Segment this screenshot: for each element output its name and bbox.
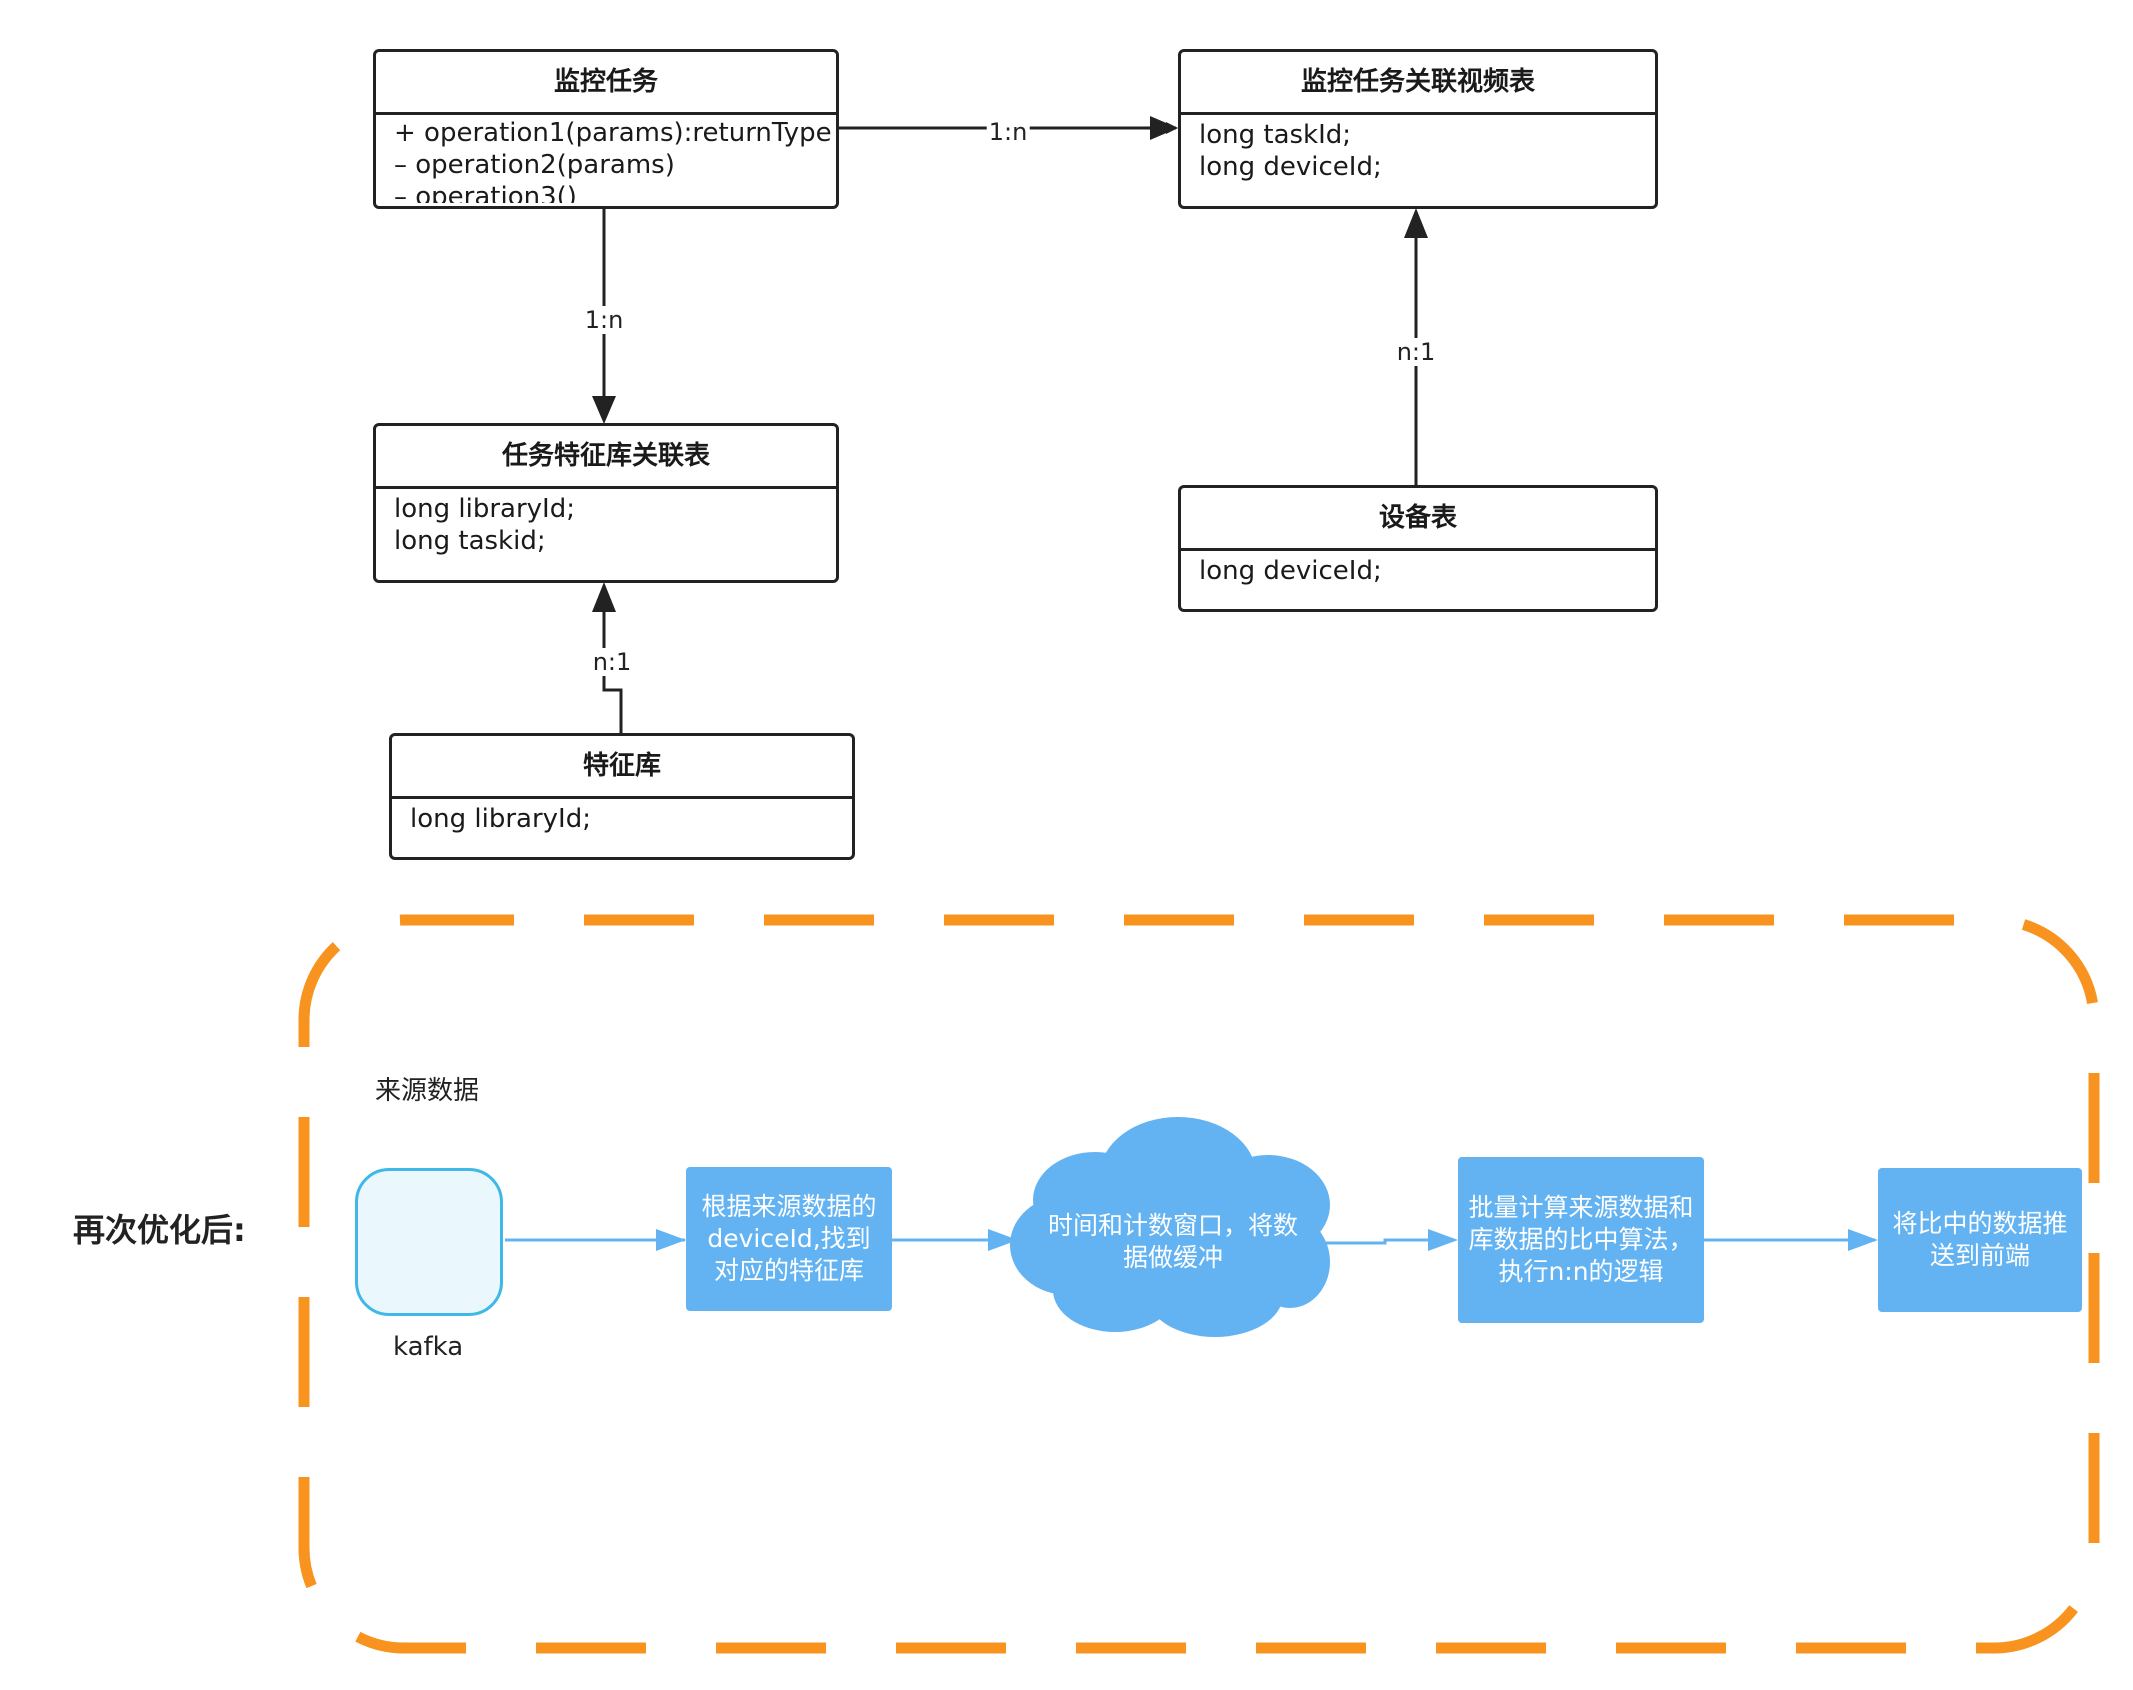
flow-arrow-kafka-to-step1-head bbox=[656, 1229, 686, 1251]
kafka-label: kafka bbox=[393, 1332, 464, 1362]
uml-class-library-title: 特征库 bbox=[392, 736, 852, 799]
edge-label-library-to-tasklib: n:1 bbox=[590, 648, 634, 676]
optimization-frame bbox=[298, 914, 2100, 1654]
uml-class-task[interactable]: 监控任务 + operation1(params):returnType – o… bbox=[373, 49, 839, 209]
source-data-label: 来源数据 bbox=[375, 1076, 480, 1106]
uml-class-task-library-field2: long taskid; bbox=[394, 526, 546, 556]
section-title: 再次优化后: bbox=[73, 1211, 246, 1249]
uml-class-device[interactable]: 设备表 long deviceId; bbox=[1178, 485, 1658, 612]
flow-step-buffer-text: 时间和计数窗口，将数据做缓冲 bbox=[1047, 1211, 1298, 1272]
edge-task-to-video-arrowhead bbox=[1150, 116, 1178, 140]
uml-class-task-op2: – operation2(params) bbox=[394, 150, 675, 180]
flow-step-find-library[interactable]: 根据来源数据的deviceId,找到对应的特征库 bbox=[686, 1167, 892, 1311]
edge-device-to-video-arrowhead bbox=[1404, 208, 1428, 238]
uml-class-library-field1: long libraryId; bbox=[410, 804, 591, 834]
uml-class-device-field1: long deviceId; bbox=[1199, 556, 1382, 586]
flow-arrow-cloud-to-step3 bbox=[1325, 1238, 1455, 1245]
edge-label-task-to-video: 1:n bbox=[986, 118, 1030, 146]
edge-library-to-tasklib-arrowhead bbox=[592, 582, 616, 612]
edge-label-task-to-library: 1:n bbox=[582, 306, 626, 334]
uml-class-task-video-field2: long deviceId; bbox=[1199, 152, 1382, 182]
uml-class-device-title: 设备表 bbox=[1181, 488, 1655, 551]
uml-class-task-op1: + operation1(params):returnType bbox=[394, 118, 832, 148]
kafka-icon[interactable] bbox=[355, 1168, 503, 1316]
edge-task-to-library-arrowhead bbox=[592, 396, 616, 424]
uml-class-task-library-title: 任务特征库关联表 bbox=[376, 426, 836, 489]
edge-label-device-to-video: n:1 bbox=[1394, 338, 1438, 366]
uml-class-task-op3: – operation3() bbox=[394, 182, 577, 203]
flow-step-push-frontend[interactable]: 将比中的数据推送到前端 bbox=[1878, 1168, 2082, 1312]
uml-class-task-library-field1: long libraryId; bbox=[394, 494, 575, 524]
buffer-cloud-shape bbox=[1010, 1117, 1330, 1337]
uml-class-task-video[interactable]: 监控任务关联视频表 long taskId; long deviceId; bbox=[1178, 49, 1658, 209]
flow-step-batch-compute-text: 批量计算来源数据和库数据的比中算法，执行n:n的逻辑 bbox=[1468, 1193, 1694, 1286]
flow-arrow-step3-to-step4-head bbox=[1848, 1229, 1878, 1251]
uml-class-library[interactable]: 特征库 long libraryId; bbox=[389, 733, 855, 860]
flow-step-batch-compute[interactable]: 批量计算来源数据和库数据的比中算法，执行n:n的逻辑 bbox=[1458, 1157, 1704, 1323]
uml-class-task-video-title: 监控任务关联视频表 bbox=[1181, 52, 1655, 115]
flow-arrow-cloud-to-step3-head bbox=[1428, 1229, 1458, 1251]
uml-class-task-library[interactable]: 任务特征库关联表 long libraryId; long taskid; bbox=[373, 423, 839, 583]
flow-arrow-step1-to-cloud-head bbox=[988, 1229, 1018, 1251]
flow-step-find-library-text: 根据来源数据的deviceId,找到对应的特征库 bbox=[701, 1192, 877, 1285]
uml-class-task-title: 监控任务 bbox=[376, 52, 836, 115]
uml-class-task-video-field1: long taskId; bbox=[1199, 120, 1352, 150]
flow-step-push-frontend-text: 将比中的数据推送到前端 bbox=[1892, 1209, 2068, 1270]
